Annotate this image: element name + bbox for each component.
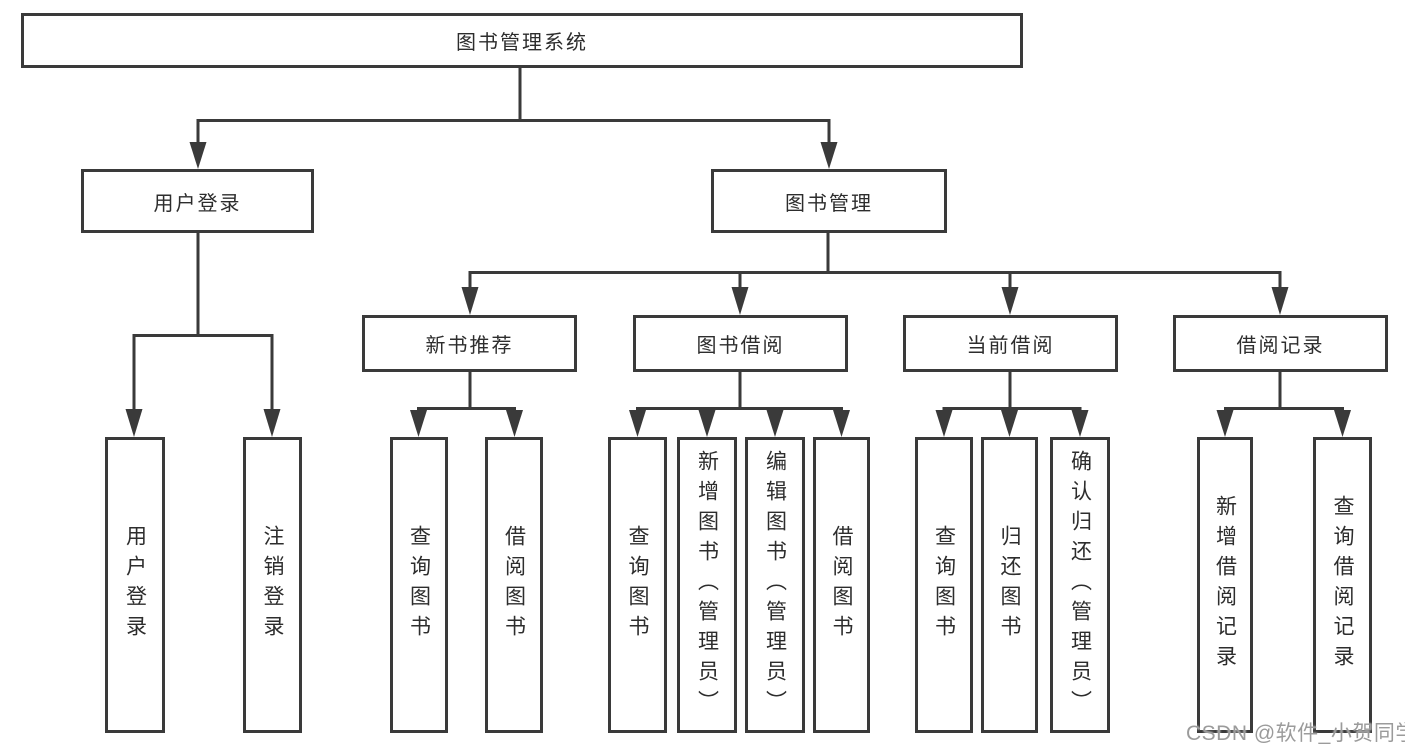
- leaf-label: 新增借阅记录: [1213, 495, 1237, 675]
- node-label: 图书管理: [785, 192, 873, 215]
- leaf-logout: 注销登录: [243, 437, 302, 733]
- leaf-confirm-return-admin: 确认归还（管理员）: [1050, 437, 1110, 733]
- leaf-query-book: 查询图书: [608, 437, 667, 733]
- leaf-borrow-book: 借阅图书: [485, 437, 543, 733]
- leaf-label: 查询图书: [626, 525, 649, 645]
- leaf-edit-book-admin: 编辑图书（管理员）: [745, 437, 805, 733]
- node-library-management-system: 图书管理系统: [21, 13, 1023, 68]
- leaf-add-book-admin: 新增图书（管理员）: [677, 437, 737, 733]
- node-book-management: 图书管理: [711, 169, 947, 233]
- node-label: 借阅记录: [1236, 335, 1325, 357]
- leaf-label: 查询借阅记录: [1331, 495, 1354, 675]
- leaf-borrow-book: 借阅图书: [813, 437, 870, 733]
- leaf-query-book: 查询图书: [390, 437, 448, 733]
- leaf-label: 编辑图书（管理员）: [763, 450, 787, 720]
- leaf-label: 查询图书: [932, 525, 956, 645]
- leaf-add-borrow-record: 新增借阅记录: [1197, 437, 1253, 733]
- node-label: 当前借阅: [966, 335, 1055, 357]
- leaf-user-login: 用户登录: [105, 437, 165, 733]
- node-borrow-records: 借阅记录: [1173, 315, 1388, 372]
- node-new-book-recommend: 新书推荐: [362, 315, 577, 372]
- node-current-borrow: 当前借阅: [903, 315, 1118, 372]
- leaf-label: 新增图书（管理员）: [695, 450, 719, 720]
- leaf-label: 确认归还（管理员）: [1068, 450, 1092, 720]
- leaf-label: 借阅图书: [502, 525, 526, 645]
- leaf-query-book: 查询图书: [915, 437, 973, 733]
- node-label: 图书管理系统: [456, 32, 588, 54]
- leaf-query-borrow-record: 查询借阅记录: [1313, 437, 1372, 733]
- leaf-label: 用户登录: [123, 525, 147, 645]
- leaf-return-book: 归还图书: [981, 437, 1038, 733]
- node-label: 图书借阅: [696, 335, 785, 357]
- node-book-borrow: 图书借阅: [633, 315, 848, 372]
- leaf-label: 注销登录: [261, 525, 284, 645]
- leaf-label: 借阅图书: [830, 525, 853, 645]
- csdn-watermark: CSDN @软件_小贺同学: [1186, 722, 1405, 745]
- node-label: 新书推荐: [425, 335, 514, 357]
- node-user-login: 用户登录: [81, 169, 314, 233]
- leaf-label: 归还图书: [998, 525, 1021, 645]
- leaf-label: 查询图书: [407, 525, 431, 645]
- node-label: 用户登录: [153, 192, 242, 215]
